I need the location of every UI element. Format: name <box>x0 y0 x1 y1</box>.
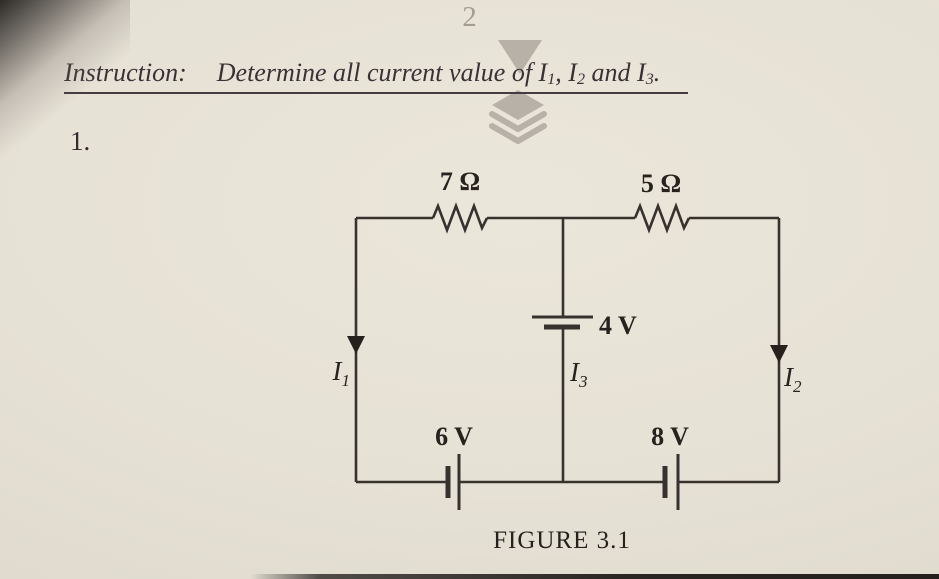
battery-6v-label: 6 V <box>435 422 473 451</box>
layers-icon[interactable] <box>489 88 547 149</box>
resistor-7ohm-label: 7 Ω <box>440 167 480 196</box>
figure-caption: FIGURE 3.1 <box>493 527 631 554</box>
page-number: 2 <box>462 1 477 33</box>
current-i2-label: I2 <box>783 362 802 396</box>
current-i3-label: I3 <box>569 357 588 391</box>
resistor-7ohm-symbol <box>431 202 489 234</box>
resistor-5ohm-symbol <box>633 202 691 234</box>
resistor-5ohm-label: 5 Ω <box>641 169 681 198</box>
circuit-wires <box>354 202 781 510</box>
current-i1-arrow-icon <box>347 336 365 354</box>
current-i2-arrow-icon <box>770 345 788 363</box>
scroll-down-triangle-icon[interactable] <box>494 38 546 83</box>
current-i1-label: I1 <box>332 356 351 390</box>
instruction-line: Instruction:Determine all current value … <box>64 58 688 94</box>
instruction-text: Determine all current value of I1, I2 an… <box>216 58 661 88</box>
battery-4v-label: 4 V <box>599 311 637 340</box>
battery-8v-label: 8 V <box>651 422 689 451</box>
